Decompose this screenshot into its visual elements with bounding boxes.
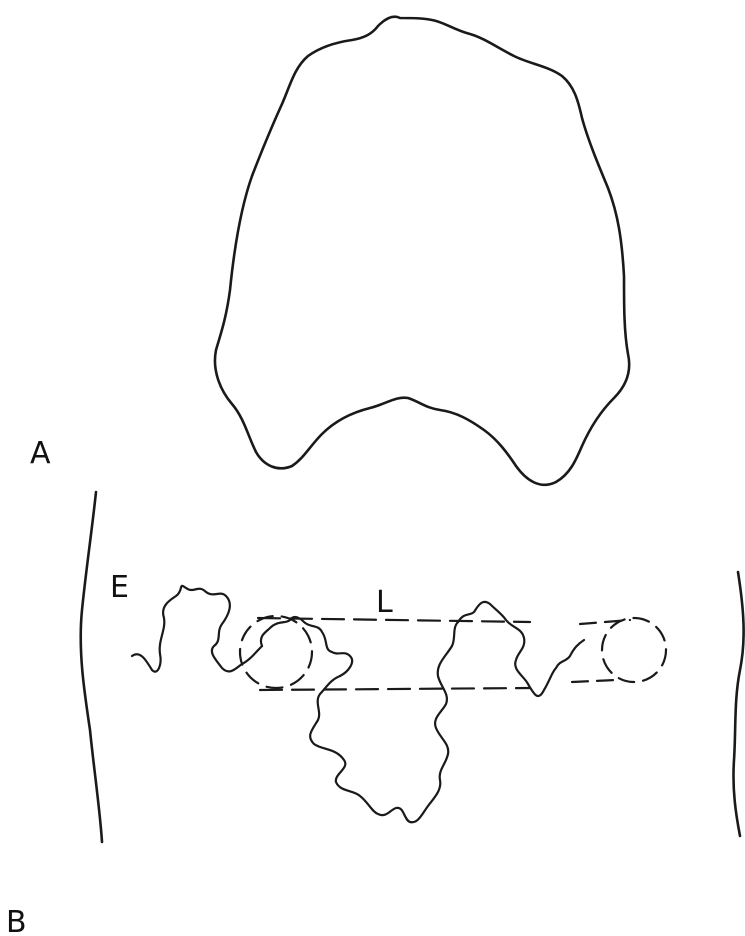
left-wavy-lobe bbox=[132, 586, 262, 672]
right-boundary-line bbox=[733, 572, 743, 836]
right-dashed-circle bbox=[602, 618, 666, 682]
left-boundary-line bbox=[81, 492, 102, 842]
right-wavy-lobe bbox=[458, 602, 584, 696]
annotation-l: L bbox=[376, 585, 393, 620]
lower-dashed-line bbox=[260, 688, 530, 690]
panel-a-outline bbox=[215, 17, 629, 485]
center-left-wavy-lobe bbox=[261, 617, 352, 676]
upper-dashed-line bbox=[258, 618, 530, 622]
right-lower-dashed-line bbox=[572, 680, 616, 682]
panel-a bbox=[215, 17, 629, 485]
panel-label-b: B bbox=[6, 905, 27, 936]
annotation-e: E bbox=[110, 570, 129, 605]
panel-b bbox=[81, 492, 744, 842]
left-dashed-circle bbox=[240, 616, 312, 688]
panel-label-a: A bbox=[30, 436, 51, 471]
